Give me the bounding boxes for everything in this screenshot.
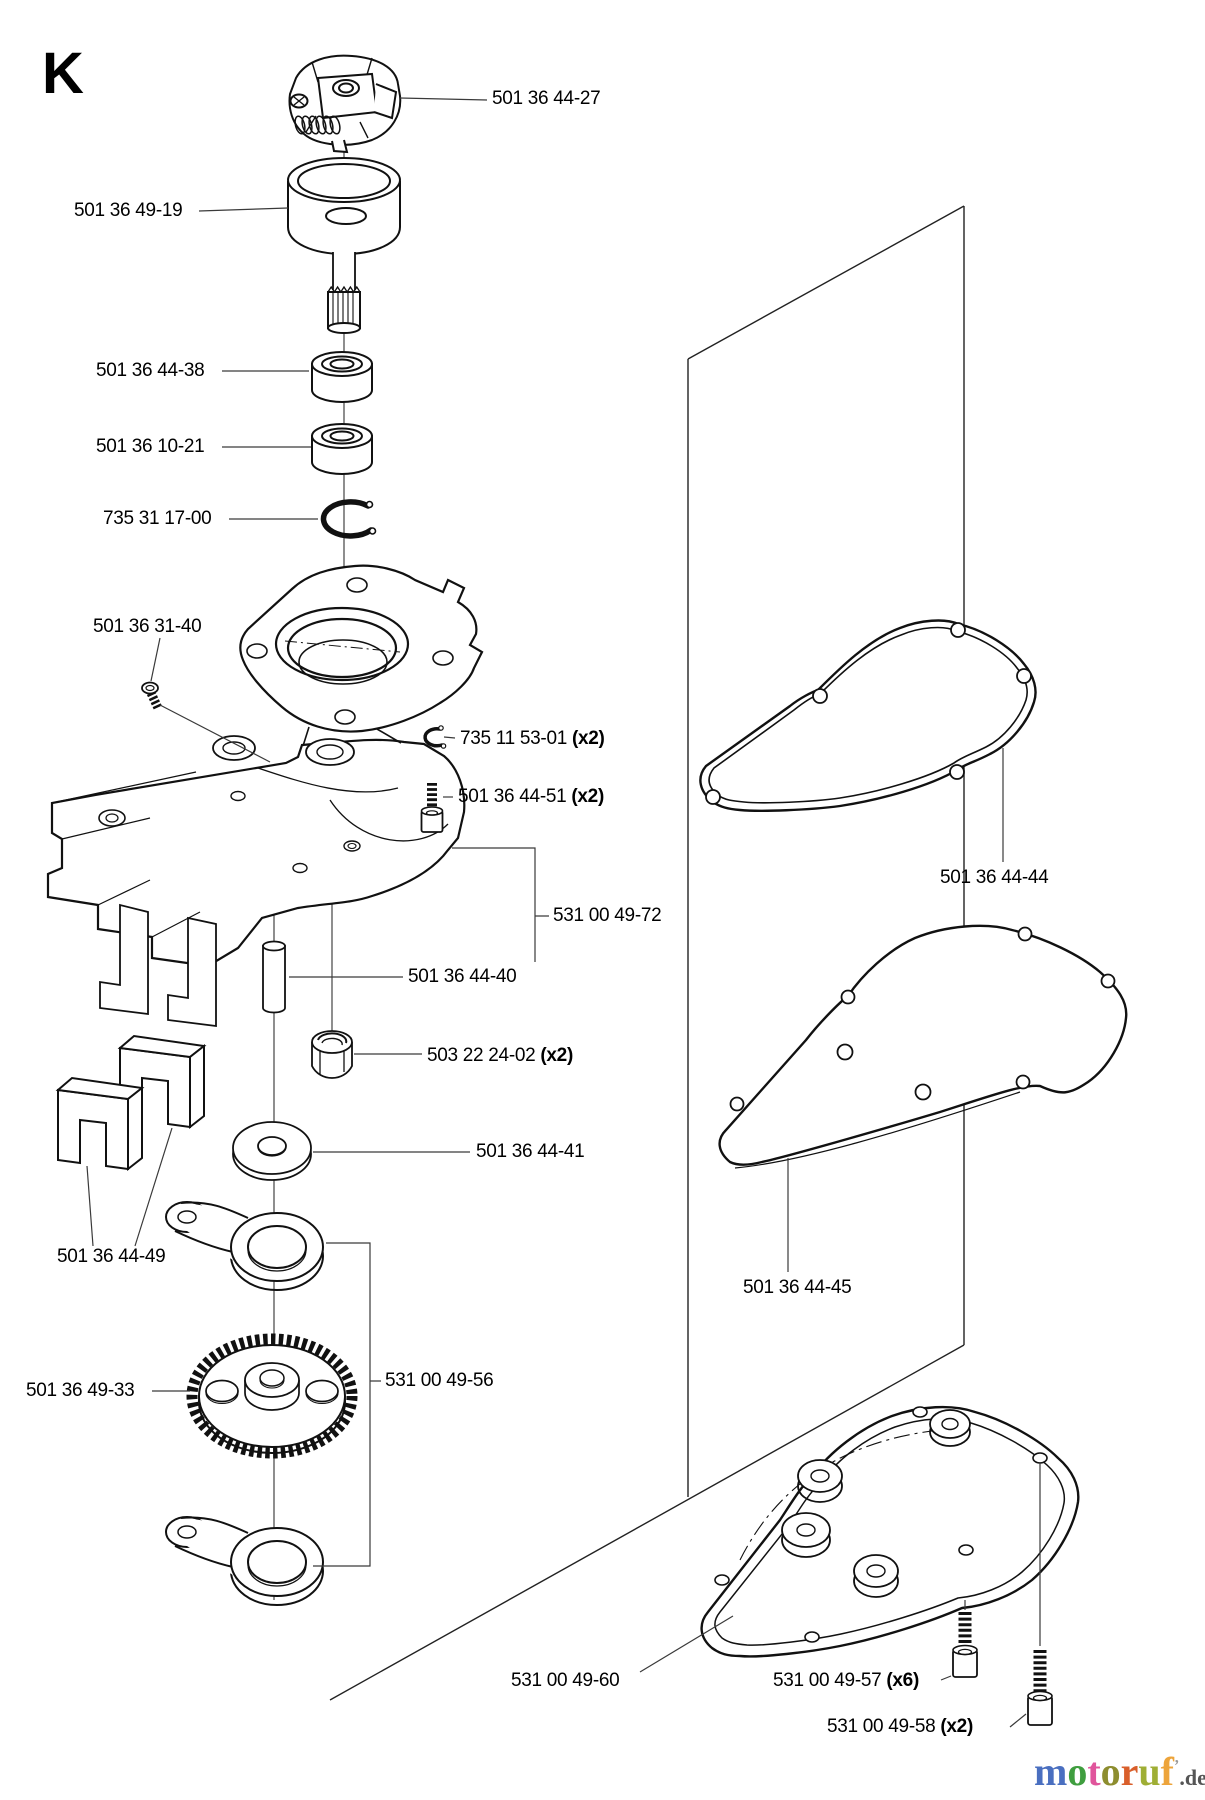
part-label-cover-plate: 501 36 44-45	[743, 1277, 852, 1298]
snap-ring-drawing	[423, 725, 447, 749]
part-label-bearing-lower: 501 36 10-21	[96, 436, 205, 457]
part-label-gasket: 501 36 44-44	[940, 867, 1049, 888]
part-label-clamps: 501 36 44-49	[57, 1246, 166, 1267]
cover-bosses	[781, 1409, 971, 1598]
part-label-dowel-pin: 501 36 44-40	[408, 966, 517, 987]
part-label-clutch-drum: 501 36 49-19	[74, 200, 183, 221]
cover-plate-drawing	[718, 924, 1128, 1169]
part-label-spur-gear: 501 36 49-33	[26, 1380, 135, 1401]
part-label-snap-ring: 735 11 53-01(x2)	[460, 728, 605, 749]
watermark-mark: ’	[1174, 1757, 1180, 1775]
watermark-letter: r	[1120, 1749, 1139, 1794]
watermark-letter: t	[1087, 1749, 1101, 1794]
part-label-gearbox-housing: 531 00 49-72	[553, 905, 662, 926]
washer-drawing	[232, 1121, 312, 1181]
bearing-upper-drawing	[311, 351, 373, 403]
watermark-domain-suffix: .de	[1179, 1765, 1205, 1790]
watermark-letter: o	[1067, 1749, 1088, 1794]
watermark-letter: f	[1160, 1749, 1174, 1794]
eccentric-arm-upper-drawing	[165, 1201, 324, 1291]
part-label-gear-cover: 531 00 49-60	[511, 1670, 620, 1691]
clutch-drum-drawing	[287, 157, 401, 334]
dowel-pin-drawing	[262, 940, 286, 1014]
section-letter: K	[42, 41, 84, 106]
leader-lines	[86, 97, 1041, 1728]
part-label-bolt: 501 36 44-51(x2)	[458, 786, 604, 807]
watermark-letter: m	[1034, 1749, 1068, 1794]
gear-cover-drawing	[700, 1405, 1080, 1658]
watermark-letter: u	[1138, 1749, 1161, 1794]
gasket-drawing	[699, 619, 1037, 812]
screw-long-drawing	[1027, 1650, 1053, 1726]
clutch-drawing	[288, 54, 402, 154]
part-label-bearing-upper: 501 36 44-38	[96, 360, 205, 381]
part-label-clutch: 501 36 44-27	[492, 88, 601, 109]
lock-nut-drawing	[311, 1030, 353, 1079]
clutch-spring-coil	[294, 115, 341, 135]
spur-gear-drawing	[186, 1333, 358, 1459]
gearbox-housing-drawing	[46, 735, 466, 1028]
part-label-screw-long: 531 00 49-58(x2)	[827, 1716, 973, 1737]
part-label-lock-ring: 735 31 17-00	[103, 508, 212, 529]
lock-ring-drawing	[320, 499, 377, 539]
watermark-letter: o	[1100, 1749, 1121, 1794]
bearing-lower-drawing	[311, 423, 373, 475]
part-label-screw-short: 531 00 49-57(x6)	[773, 1670, 919, 1691]
screw-short-drawing	[952, 1612, 978, 1678]
bolt-drawing	[420, 783, 444, 833]
set-screw-drawing	[141, 681, 163, 710]
clamp-left-drawing	[55, 1076, 145, 1172]
motoruf-watermark: motoruf’.de	[1034, 1748, 1205, 1795]
bell-flange-drawing	[239, 564, 484, 747]
part-label-washer: 501 36 44-41	[476, 1141, 585, 1162]
part-label-lock-nut: 503 22 24-02(x2)	[427, 1045, 573, 1066]
part-label-eccentric-arms: 531 00 49-56	[385, 1370, 494, 1391]
eccentric-arm-lower-drawing	[165, 1516, 324, 1606]
part-label-set-screw: 501 36 31-40	[93, 616, 202, 637]
